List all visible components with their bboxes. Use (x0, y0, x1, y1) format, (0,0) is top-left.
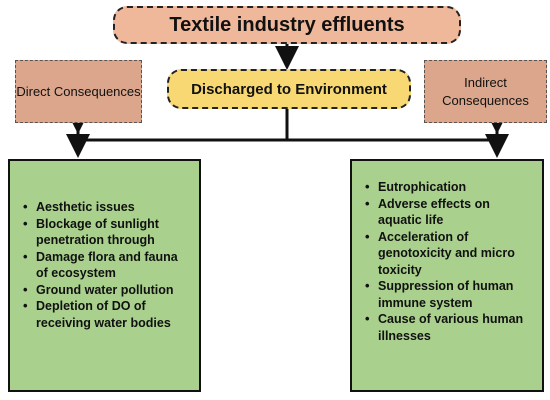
list-item: Ground water pollution (23, 282, 191, 299)
center-box: Discharged to Environment (167, 69, 411, 109)
title-box: Textile industry effluents (113, 6, 461, 44)
list-item: Depletion of DO of receiving water bodie… (23, 298, 191, 331)
list-item: Aesthetic issues (23, 199, 191, 216)
title-text: Textile industry effluents (169, 13, 405, 36)
direct-list-box: Aesthetic issues Blockage of sunlight pe… (8, 159, 201, 392)
list-item: Acceleration of genotoxicity and micro t… (365, 229, 534, 279)
list-item: Suppression of human immune system (365, 278, 534, 311)
direct-heading-text: Direct Consequences (16, 83, 141, 99)
direct-heading-box: Direct Consequences (15, 60, 142, 123)
direct-list: Aesthetic issues Blockage of sunlight pe… (22, 199, 191, 331)
center-text: Discharged to Environment (191, 80, 387, 98)
list-item: Damage flora and fauna of ecosystem (23, 249, 191, 282)
list-item: Blockage of sunlight penetration through (23, 216, 191, 249)
indirect-list: Eutrophication Adverse effects on aquati… (364, 179, 534, 344)
list-item: Adverse effects on aquatic life (365, 196, 534, 229)
indirect-list-box: Eutrophication Adverse effects on aquati… (350, 159, 544, 392)
indirect-heading-text: Indirect Consequences (442, 74, 529, 108)
list-item: Eutrophication (365, 179, 534, 196)
indirect-heading-box: Indirect Consequences (424, 60, 547, 123)
list-item: Cause of various human illnesses (365, 311, 534, 344)
